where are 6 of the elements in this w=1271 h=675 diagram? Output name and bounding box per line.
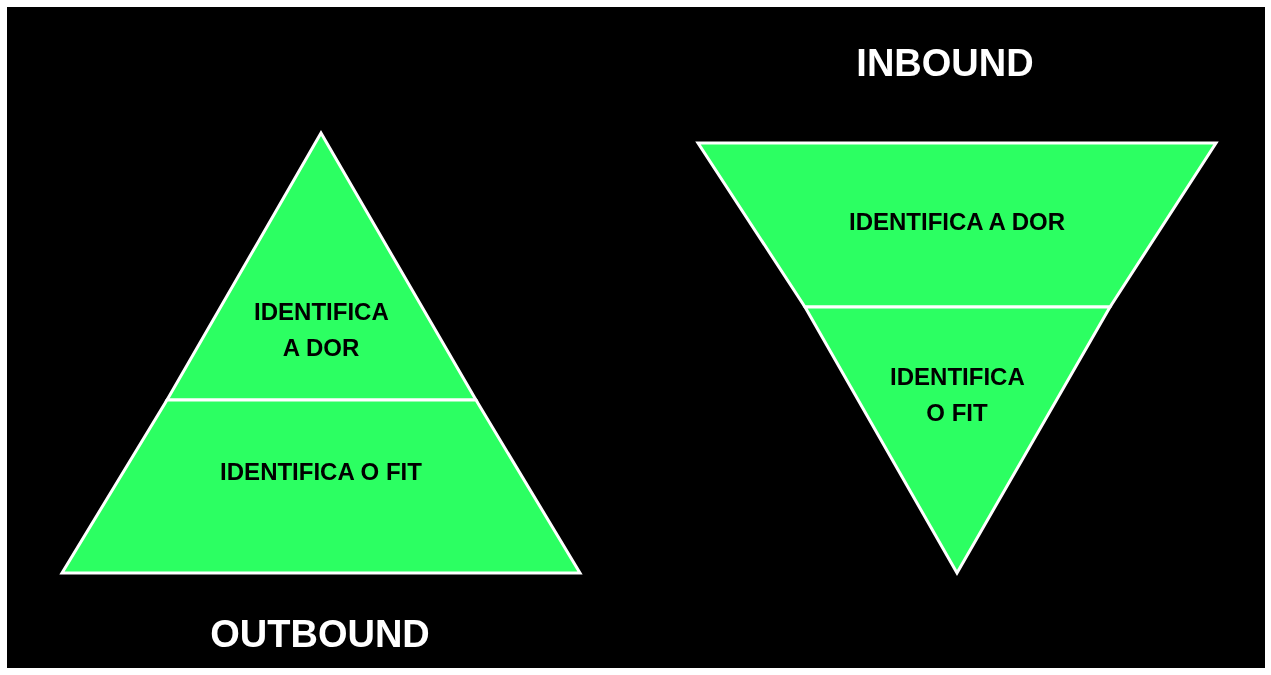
tier-label: IDENTIFICA O FIT (890, 362, 1024, 428)
tier-label: IDENTIFICA O FIT (220, 457, 422, 487)
tier-label: IDENTIFICA A DOR (254, 297, 388, 363)
heading: INBOUND (856, 41, 1034, 85)
heading: OUTBOUND (210, 612, 430, 656)
tier-label: IDENTIFICA A DOR (849, 207, 1065, 237)
